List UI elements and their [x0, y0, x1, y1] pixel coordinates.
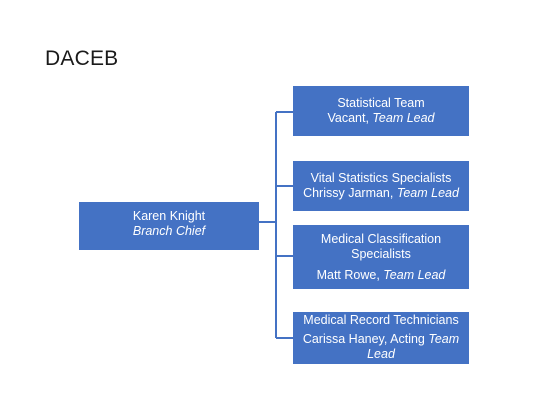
slide-title: DACEB [45, 47, 119, 70]
vital-statistics-name: Vital Statistics Specialists [310, 171, 452, 185]
medical-record-name: Medical Record Technicians [303, 313, 459, 327]
vital-statistics-lead-name: Chrissy Jarman, [303, 186, 394, 200]
medical-classification-lead-role: Team Lead [383, 267, 446, 282]
statistical-team-name: Statistical Team [337, 96, 425, 110]
medical-record-lead-role: Team Lead [367, 332, 460, 361]
medical-classification-lead: Matt Rowe, Team Lead [317, 268, 446, 283]
medical-record-lead: Carissa Haney, Acting Team Lead [297, 332, 465, 362]
medical-record-lead-name: Carissa Haney, Acting [302, 332, 425, 346]
branch-chief-role: Branch Chief [132, 224, 206, 238]
vital-statistics-lead: Chrissy Jarman, Team Lead [303, 186, 459, 201]
vital-statistics-lead-role: Team Lead [396, 186, 459, 200]
medical-classification-lead-name: Matt Rowe, [316, 267, 380, 282]
statistical-team-box: Statistical Team Vacant, Team Lead [293, 86, 469, 136]
vital-statistics-box: Vital Statistics Specialists Chrissy Jar… [293, 161, 469, 211]
branch-chief-name: Karen Knight [132, 209, 206, 223]
statistical-team-lead: Vacant, Team Lead [327, 111, 434, 126]
medical-classification-box: Medical Classification Specialists Matt … [293, 225, 469, 289]
statistical-team-lead-name: Vacant, [327, 111, 369, 125]
branch-chief-box: Karen Knight Branch Chief [79, 202, 259, 250]
medical-record-box: Medical Record Technicians Carissa Haney… [293, 312, 469, 364]
statistical-team-lead-role: Team Lead [372, 111, 435, 125]
medical-classification-name: Medical Classification Specialists [320, 231, 442, 261]
